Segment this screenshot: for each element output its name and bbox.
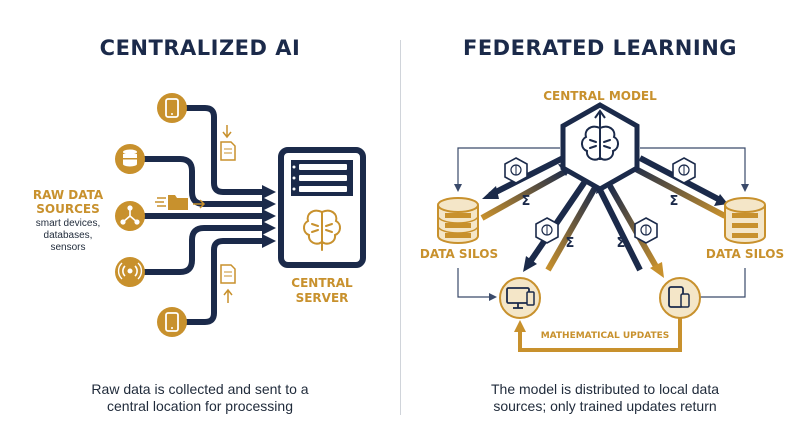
- database-icon: [115, 144, 145, 174]
- sigma-symbol-3: Σ: [565, 236, 575, 251]
- sigma-symbol-1: Σ: [521, 194, 531, 209]
- centralized-caption: Raw data is collected and sent to a cent…: [70, 381, 330, 415]
- server-label-line1: CENTRAL: [291, 276, 353, 290]
- flow-line-1: [181, 105, 265, 195]
- federated-caption-line1: The model is distributed to local data: [490, 381, 719, 397]
- sensor-icon: [115, 257, 145, 287]
- folder-icon: [155, 195, 206, 210]
- raw-data-sources-label: RAW DATA SOURCES: [28, 188, 108, 216]
- data-flow-lines: [142, 105, 265, 325]
- central-server: [278, 147, 366, 268]
- document-down-icon: [220, 125, 236, 161]
- raw-data-label-line1: RAW DATA: [32, 188, 104, 202]
- brain-icon: [581, 125, 619, 161]
- mathematical-updates-label: MATHEMATICAL UPDATES: [540, 331, 670, 341]
- data-silos-left-label: DATA SILOS: [419, 247, 499, 261]
- centralized-ai-title: CENTRALIZED AI: [99, 36, 301, 60]
- central-model-label: CENTRAL MODEL: [543, 89, 657, 103]
- model-badge-icon: [634, 217, 658, 244]
- smartphone-icon: [157, 307, 187, 337]
- data-silos-right-label: DATA SILOS: [705, 247, 785, 261]
- central-model-hexagon: [560, 102, 640, 192]
- centralized-caption-line2: central location for processing: [107, 398, 293, 414]
- flow-line-4: [142, 225, 265, 275]
- network-icon: [115, 201, 145, 231]
- centralized-caption-line1: Raw data is collected and sent to a: [91, 381, 309, 397]
- central-server-label: CENTRAL SERVER: [280, 276, 364, 306]
- sources-sub-line3: sensors: [50, 242, 86, 253]
- mobile-device-icon: [659, 277, 701, 319]
- raw-data-label-line2: SOURCES: [36, 202, 100, 216]
- federated-learning-diagram: [437, 102, 766, 352]
- smartphone-icon: [157, 93, 187, 123]
- federated-caption: The model is distributed to local data s…: [460, 381, 750, 415]
- model-badge-icon: [535, 217, 559, 244]
- outer-loop-lines: [454, 147, 749, 301]
- data-silo-left: [437, 197, 479, 244]
- sigma-symbol-2: Σ: [669, 194, 679, 209]
- centralized-ai-diagram: [115, 93, 366, 337]
- federated-caption-line2: sources; only trained updates return: [493, 398, 717, 414]
- data-silo-right: [724, 197, 766, 244]
- desktop-device-icon: [499, 277, 541, 319]
- brain-icon: [303, 209, 341, 251]
- flow-line-5: [181, 238, 265, 325]
- raw-data-sources-sublabel: smart devices, databases, sensors: [28, 218, 108, 254]
- sigma-symbol-4: Σ: [616, 236, 626, 251]
- mathematical-updates-loop: [514, 318, 682, 352]
- model-badge-icon: [504, 157, 528, 184]
- flow-arrowheads: [262, 185, 276, 248]
- server-label-line2: SERVER: [295, 291, 349, 305]
- sources-sub-line2: databases,: [43, 230, 93, 241]
- sources-sub-line1: smart devices,: [35, 218, 101, 229]
- model-badge-icon: [672, 157, 696, 184]
- document-up-icon: [220, 264, 236, 303]
- panel-divider: [400, 40, 401, 415]
- federated-learning-title: FEDERATED LEARNING: [462, 36, 738, 60]
